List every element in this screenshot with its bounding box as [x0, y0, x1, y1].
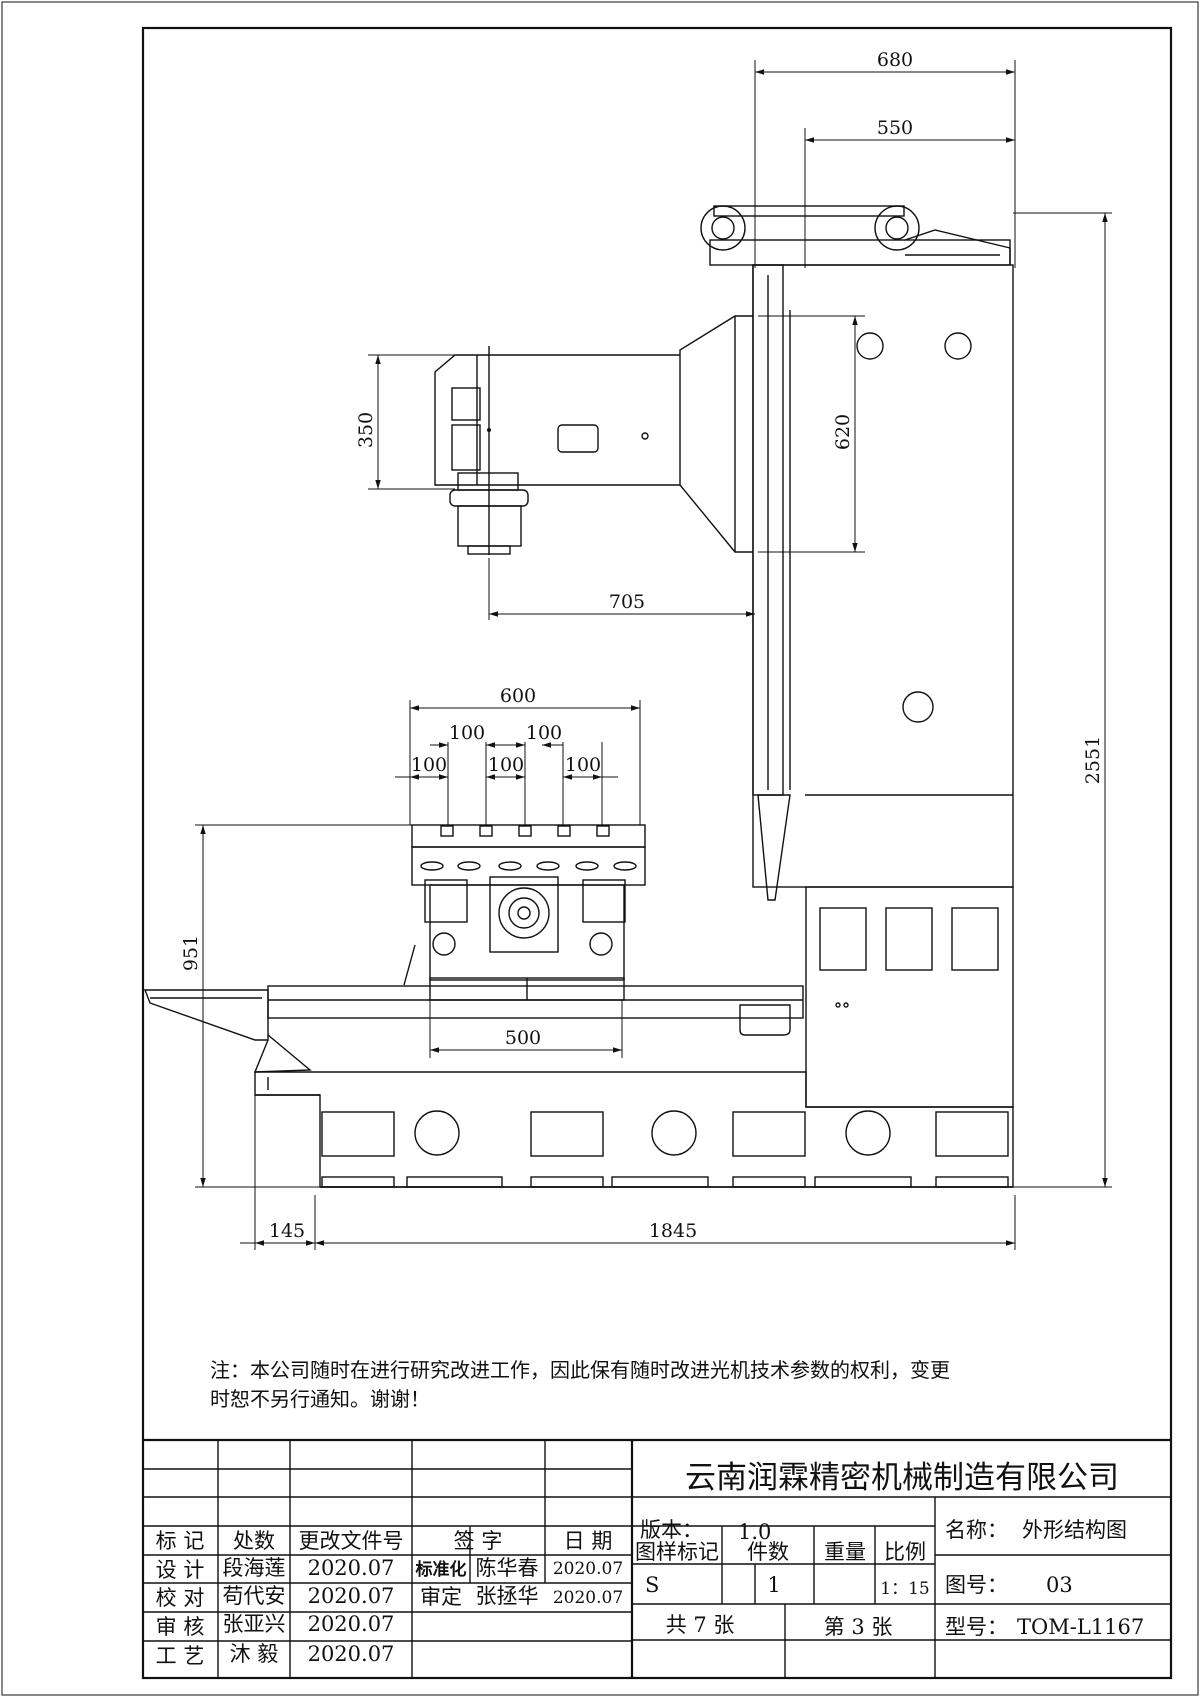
sample-mark-label: 图样标记 [635, 1540, 719, 1564]
dim-100-bottom-left: 100 [411, 754, 447, 776]
dim-100-top-right: 100 [526, 722, 562, 744]
name-check: 苟代安 [223, 1584, 286, 1608]
pieces-label: 件数 [747, 1540, 789, 1564]
total-sheets: 共 7 张 [666, 1613, 735, 1637]
title-block: 云南润霖精密机械制造有限公司 标 记 处数 更改文件号 签 字 日 期 设 计 … [143, 1438, 1171, 1678]
pieces-value: 1 [767, 1573, 780, 1597]
machine-column [700, 205, 1014, 1108]
sample-mark-value: S [645, 1573, 659, 1597]
scale-value: 1：15 [880, 1579, 929, 1599]
dim-600: 600 [500, 685, 536, 707]
dim-100-bottom-mid: 100 [488, 754, 524, 776]
name-value: 外形结构图 [1022, 1518, 1127, 1542]
scale-label: 比例 [884, 1540, 926, 1564]
dim-350: 350 [355, 412, 377, 448]
company-name: 云南润霖精密机械制造有限公司 [685, 1460, 1119, 1496]
dim-2551: 2551 [1082, 736, 1104, 784]
dim-951: 951 [180, 935, 202, 971]
role-check: 校 对 [156, 1586, 205, 1610]
header-date: 日 期 [564, 1529, 613, 1553]
spindle-head [434, 315, 753, 555]
header-count: 处数 [233, 1529, 275, 1553]
dim-1845: 1845 [649, 1220, 697, 1242]
approve-date: 2020.07 [553, 1588, 623, 1608]
drawing-frame [141, 26, 1173, 1680]
sheet-number: 第 3 张 [824, 1615, 893, 1639]
note-line-1: 注：本公司随时在进行研究改进工作，因此保有随时改进光机技术参数的权利，变更 [210, 1358, 950, 1382]
machine-base [143, 985, 1014, 1188]
dim-550: 550 [877, 117, 913, 139]
dim-705: 705 [609, 591, 645, 613]
header-mark: 标 记 [156, 1529, 205, 1553]
role-review: 审 核 [156, 1615, 205, 1639]
dim-680: 680 [877, 49, 913, 71]
date-process: 2020.07 [308, 1642, 395, 1666]
date-review: 2020.07 [308, 1612, 395, 1636]
note-line-2: 时恕不另行通知。谢谢！ [210, 1387, 430, 1411]
dim-100-top-left: 100 [449, 722, 485, 744]
dim-620: 620 [832, 414, 854, 450]
date-check: 2020.07 [308, 1584, 395, 1608]
version-label: 版本： [640, 1518, 703, 1542]
dim-145: 145 [269, 1220, 305, 1242]
standard-label: 标准化 [416, 1559, 467, 1580]
approve-name: 张拯华 [476, 1584, 539, 1608]
role-design: 设 计 [156, 1558, 205, 1582]
model-value: TOM-L1167 [1017, 1615, 1144, 1639]
version-value: 1.0 [738, 1520, 771, 1544]
dim-100-bottom-right: 100 [565, 754, 601, 776]
name-process: 沐 毅 [230, 1642, 279, 1666]
name-design: 段海莲 [223, 1556, 286, 1580]
dim-500: 500 [505, 1027, 541, 1049]
name-label: 名称： [945, 1518, 1008, 1542]
standard-date: 2020.07 [553, 1559, 623, 1579]
drawing-no-label: 图号： [945, 1573, 1008, 1597]
approve-label: 审定 [420, 1585, 462, 1609]
worktable [403, 824, 646, 1001]
weight-label: 重量 [824, 1540, 866, 1564]
model-label: 型号： [945, 1615, 1008, 1639]
header-doc: 更改文件号 [299, 1529, 404, 1553]
dimension-lines [195, 60, 1112, 1250]
name-review: 张亚兴 [223, 1612, 286, 1636]
role-process: 工 艺 [156, 1644, 205, 1668]
date-design: 2020.07 [308, 1556, 395, 1580]
drawing-no-value: 03 [1046, 1573, 1073, 1597]
header-sign: 签 字 [454, 1529, 503, 1553]
standard-name: 陈华春 [476, 1556, 539, 1580]
